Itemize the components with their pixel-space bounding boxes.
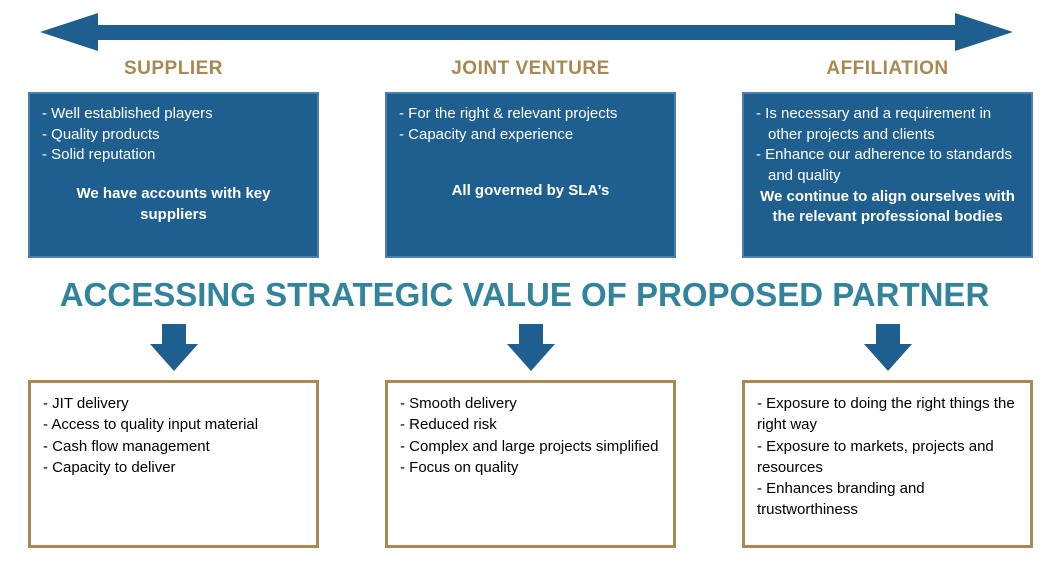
bullet-item: - Capacity to deliver bbox=[43, 458, 176, 476]
bullet-item: - Reduced risk bbox=[400, 416, 497, 434]
affiliation-description-box: - Is necessary and a requirement in othe… bbox=[742, 92, 1033, 258]
bullet-item: - Is necessary and a requirement in othe… bbox=[756, 105, 992, 143]
supplier-description-box: - Well established players - Quality pro… bbox=[28, 92, 319, 258]
down-arrow-icon bbox=[863, 324, 912, 371]
bullet-item: - Quality products bbox=[42, 125, 160, 143]
arrow-right-head-icon bbox=[955, 13, 1013, 51]
bullet-item: - Enhances branding and trustworthiness bbox=[757, 480, 925, 519]
page-title: ACCESSING STRATEGIC VALUE OF PROPOSED PA… bbox=[59, 276, 990, 313]
bullet-item: - Smooth delivery bbox=[400, 395, 517, 412]
column-header-joint-venture: JOINT VENTURE bbox=[451, 58, 610, 79]
column-headers-row: SUPPLIER JOINT VENTURE AFFILIATION bbox=[0, 58, 1049, 84]
column-header-affiliation: AFFILIATION bbox=[826, 58, 949, 79]
bullet-item: - Exposure to markets, projects and reso… bbox=[757, 437, 994, 476]
bullet-item: - Exposure to doing the right things the… bbox=[757, 395, 1015, 434]
affiliation-outcomes-box: - Exposure to doing the right things the… bbox=[742, 380, 1033, 548]
bullet-item: - JIT delivery bbox=[43, 395, 129, 412]
arrow-bar bbox=[98, 24, 955, 40]
bottom-boxes-row: - JIT delivery - Access to quality input… bbox=[0, 380, 1049, 548]
horizontal-double-arrow-icon bbox=[40, 12, 1013, 52]
bullet-item: - For the right & relevant projects bbox=[399, 105, 618, 122]
joint-venture-outcomes-box: - Smooth delivery - Reduced risk - Compl… bbox=[385, 380, 676, 548]
supplier-outcomes-box: - JIT delivery - Access to quality input… bbox=[28, 380, 319, 548]
bullet-item: - Capacity and experience bbox=[399, 125, 574, 143]
column-header-supplier: SUPPLIER bbox=[123, 58, 224, 79]
joint-venture-emphasis-text: All governed by SLA’s bbox=[451, 182, 610, 200]
bullet-item: - Solid reputation bbox=[42, 146, 156, 164]
joint-venture-description-box: - For the right & relevant projects - Ca… bbox=[385, 92, 676, 258]
affiliation-emphasis-text: We continue to align ourselves with the … bbox=[760, 187, 1015, 226]
bullet-item: - Complex and large projects simplified bbox=[400, 437, 659, 455]
down-arrows-row bbox=[0, 324, 1049, 376]
down-arrow-icon bbox=[149, 324, 198, 371]
bullet-item: - Well established players bbox=[42, 105, 213, 122]
bullet-item: - Cash flow management bbox=[43, 437, 210, 455]
bullet-item: - Enhance our adherence to standards and… bbox=[756, 146, 1013, 185]
bullet-item: - Access to quality input material bbox=[43, 416, 259, 434]
bullet-item: - Focus on quality bbox=[400, 458, 519, 476]
supplier-emphasis-text: We have accounts with key suppliers bbox=[76, 185, 271, 223]
down-arrow-icon bbox=[506, 324, 555, 371]
arrow-left-head-icon bbox=[40, 13, 98, 51]
top-boxes-row: - Well established players - Quality pro… bbox=[0, 92, 1049, 258]
